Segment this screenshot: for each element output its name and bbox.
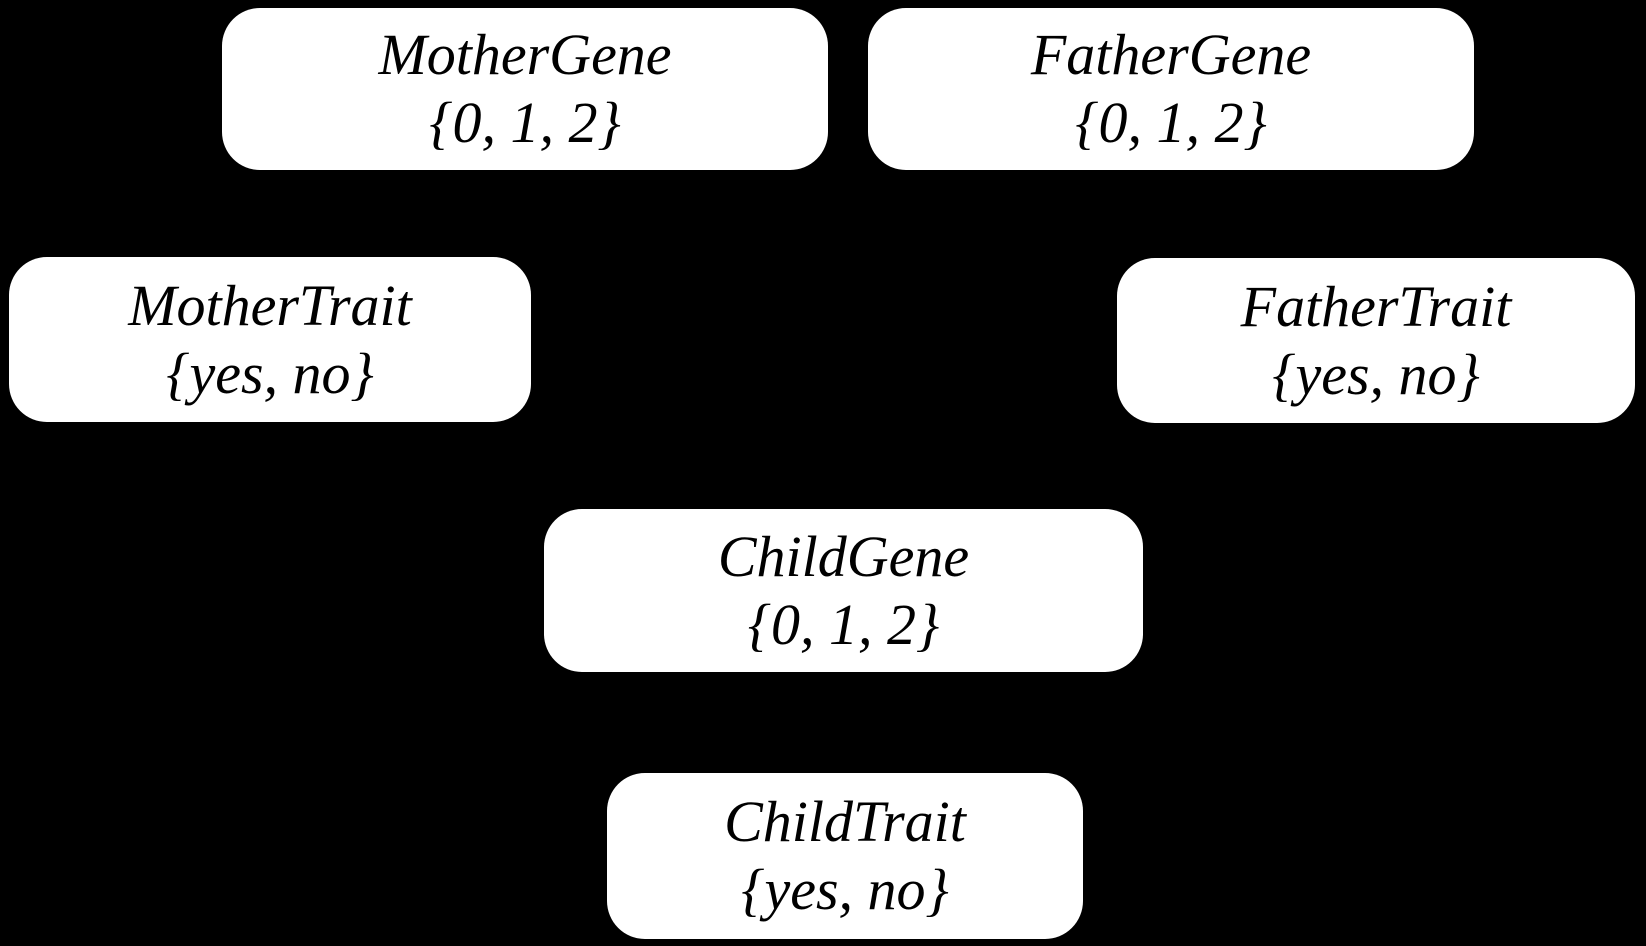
node-father-trait: FatherTrait {yes, no} <box>1117 258 1635 423</box>
node-mother-gene-label: MotherGene <box>378 22 672 87</box>
node-child-trait-label: ChildTrait <box>724 789 966 854</box>
node-mother-trait: MotherTrait {yes, no} <box>9 257 531 422</box>
node-father-gene: FatherGene {0, 1, 2} <box>868 8 1474 170</box>
node-father-trait-label: FatherTrait <box>1240 273 1512 339</box>
node-father-gene-label: FatherGene <box>1030 22 1312 87</box>
node-father-trait-values: {yes, no} <box>1272 341 1480 407</box>
node-father-gene-values: {0, 1, 2} <box>1075 90 1267 155</box>
node-child-trait-values: {yes, no} <box>741 857 949 922</box>
node-child-gene: ChildGene {0, 1, 2} <box>544 509 1143 672</box>
node-child-trait: ChildTrait {yes, no} <box>607 773 1083 939</box>
node-mother-gene-values: {0, 1, 2} <box>429 90 621 155</box>
node-mother-trait-values: {yes, no} <box>166 340 374 406</box>
node-child-gene-values: {0, 1, 2} <box>747 591 940 657</box>
node-child-gene-label: ChildGene <box>717 523 970 589</box>
node-mother-gene: MotherGene {0, 1, 2} <box>222 8 828 170</box>
node-mother-trait-label: MotherTrait <box>128 272 412 338</box>
